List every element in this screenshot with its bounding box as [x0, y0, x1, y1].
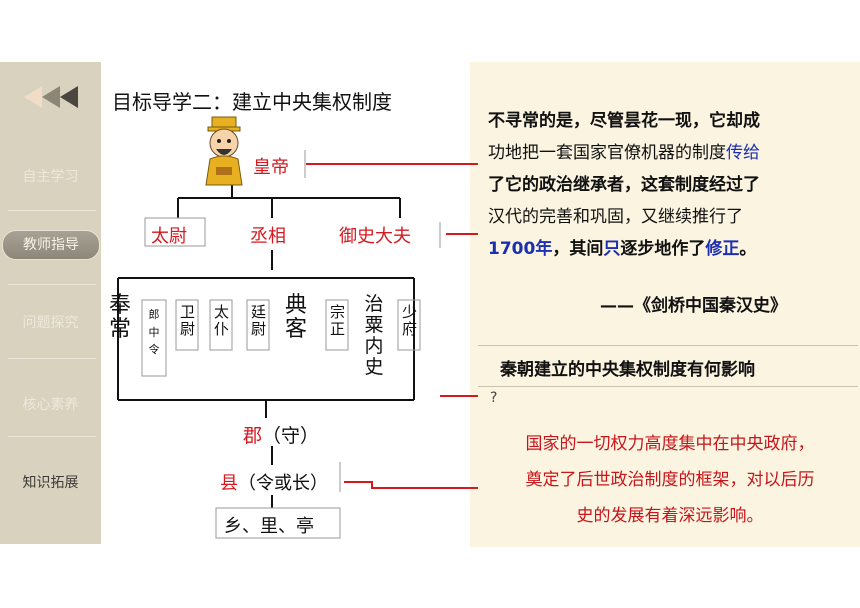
emperor-label: 皇帝 — [253, 157, 289, 178]
commandery-row: 郡（守） — [243, 421, 319, 448]
minister-chengxiang: 丞相 — [250, 226, 286, 247]
quote-line: ，其间 — [552, 239, 604, 259]
question-text: 秦朝建立的中央集权制度有何影响 — [500, 360, 755, 380]
sidebar-item-teacher-guide[interactable]: 教师指导 — [2, 230, 100, 260]
quote-source: ——《剑桥中国秦汉史》 — [600, 296, 787, 316]
page-title: 目标导学二：建立中央集权制度 — [112, 90, 392, 114]
official-label: 典客 — [284, 293, 307, 343]
quote-line: 了它的政治继承者，这套制度经过了 — [488, 175, 760, 195]
question-mark: ? — [490, 390, 498, 406]
minister-yushidafu: 御史大夫 — [339, 226, 411, 247]
divider — [8, 436, 96, 437]
quote-line: 。 — [739, 239, 757, 259]
quote-line: 功地把一套国家官僚机器的制度 — [488, 143, 726, 163]
answer-text: 国家的一切权力高度集中在中央政府， 奠定了后世政治制度的框架，对以后历 史的发展… — [482, 426, 858, 534]
sidebar: 自主学习 教师指导 问题探究 核心素养 知识拓展 — [0, 62, 101, 544]
sidebar-item-self-study[interactable]: 自主学习 — [22, 169, 79, 185]
quote-text: 不寻常的是，尽管昙花一现，它却成 功地把一套国家官僚机器的制度传给 了它的政治继… — [488, 105, 848, 265]
quote-line: 汉代的完善和巩固，又继续推行了 — [488, 207, 743, 227]
county-paren: （令或长） — [238, 473, 328, 494]
sidebar-item-extension[interactable]: 知识拓展 — [22, 475, 79, 491]
divider — [8, 358, 96, 359]
commandery-paren: （守） — [262, 425, 320, 447]
official-label: 少府 — [402, 303, 418, 338]
divider — [8, 284, 96, 285]
quote-panel — [470, 62, 860, 547]
minister-taiwei: 太尉 — [151, 226, 187, 247]
question-box — [478, 345, 858, 387]
county-label: 县 — [220, 473, 238, 494]
quote-emphasis: 修正 — [705, 239, 740, 259]
quote-line: 逐步地作了 — [620, 239, 706, 259]
sidebar-item-inquiry[interactable]: 问题探究 — [22, 315, 79, 331]
official-label: 太仆 — [214, 303, 230, 338]
quote-emphasis: 只 — [603, 239, 621, 259]
quote-line: 不寻常的是，尽管昙花一现，它却成 — [488, 111, 760, 131]
official-label: 宗正 — [330, 303, 346, 338]
local-label: 乡、里、亭 — [224, 516, 314, 537]
emperor-icon — [205, 116, 243, 186]
answer-line: 奠定了后世政治制度的框架，对以后历 — [525, 470, 815, 490]
divider — [8, 210, 96, 211]
official-label: 卫尉 — [180, 303, 196, 338]
quote-emphasis: 1700年 — [488, 239, 553, 259]
answer-line: 史的发展有着深远影响。 — [576, 506, 764, 526]
official-label: 奉常 — [108, 293, 131, 343]
answer-line: 国家的一切权力高度集中在中央政府， — [525, 434, 815, 454]
official-label: 廷尉 — [251, 303, 267, 338]
quote-emphasis: 传给 — [726, 143, 760, 163]
official-label: 治粟内史 — [364, 293, 384, 378]
triple-left-arrow-icon[interactable] — [22, 82, 82, 112]
county-row: 县（令或长） — [220, 469, 328, 495]
sidebar-item-core-literacy[interactable]: 核心素养 — [22, 397, 79, 413]
official-label: 郎中令 — [148, 308, 160, 357]
commandery-label: 郡 — [243, 425, 263, 447]
